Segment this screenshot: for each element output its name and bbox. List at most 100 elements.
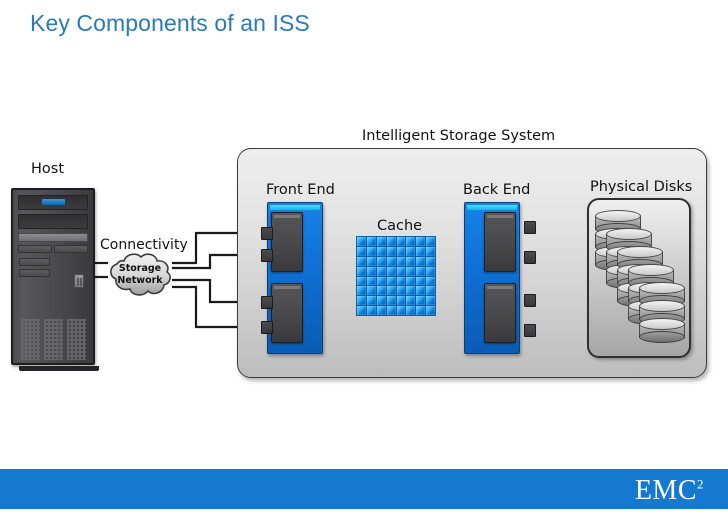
cache-cell — [357, 237, 366, 246]
label-host: Host — [31, 161, 65, 177]
cache-cell — [366, 237, 376, 246]
footer-bar: EMC2 — [0, 469, 728, 509]
host-drive-bay — [18, 214, 88, 229]
label-connectivity: Connectivity — [100, 237, 188, 253]
cache-cell — [406, 266, 416, 276]
cache-cell — [376, 246, 386, 256]
cache-cell — [426, 306, 435, 315]
cache-cell — [386, 306, 396, 315]
back-end-highlight — [467, 205, 517, 210]
cache-cell — [366, 286, 376, 296]
back-end-director — [464, 202, 520, 354]
back-end-port — [524, 324, 536, 337]
cache-cell — [357, 246, 366, 256]
cache-cell — [396, 306, 406, 315]
cache-cell — [416, 237, 426, 246]
host-slot — [54, 245, 88, 253]
cache-cell — [357, 256, 366, 266]
host-divider-strip — [18, 233, 88, 242]
cache-cell — [386, 256, 396, 266]
cache-cell — [386, 237, 396, 246]
front-end-port — [261, 296, 273, 309]
back-end-module — [484, 212, 516, 272]
cache-cell — [386, 246, 396, 256]
cache-cell — [376, 237, 386, 246]
cache-cell — [366, 266, 376, 276]
cache-cell — [416, 256, 426, 266]
cache-cell — [426, 286, 435, 296]
front-end-module — [271, 212, 303, 272]
cache-cell — [406, 306, 416, 315]
cache-cell — [396, 266, 406, 276]
host-vent-grille — [44, 319, 63, 360]
cache-cell — [386, 276, 396, 286]
cache-cell — [426, 266, 435, 276]
cache-cell — [396, 246, 406, 256]
cloud-label-line2: Network — [117, 275, 163, 286]
host-slot — [19, 258, 50, 266]
label-physical-disks: Physical Disks — [590, 179, 693, 195]
host-base — [19, 366, 99, 371]
front-end-highlight — [270, 205, 320, 210]
emc-logo: EMC2 — [635, 475, 704, 507]
cache-cell — [386, 296, 396, 306]
back-end-port — [524, 251, 536, 264]
front-end-director — [267, 202, 323, 354]
cache-grid — [356, 236, 436, 316]
cache-cell — [426, 296, 435, 306]
cloud-label: Storage Network — [104, 251, 176, 299]
emc-logo-text: EMC — [634, 475, 697, 506]
cache-cell — [416, 266, 426, 276]
cache-cell — [416, 306, 426, 315]
cache-cell — [426, 237, 435, 246]
host-vent-grille — [21, 319, 40, 360]
cache-cell — [426, 276, 435, 286]
disk-icon — [639, 318, 685, 343]
emc-logo-superscript: 2 — [697, 476, 704, 492]
host-power-button — [74, 274, 84, 288]
front-end-port — [261, 249, 273, 262]
back-end-port — [524, 294, 536, 307]
cloud-label-line1: Storage — [118, 263, 162, 274]
cache-cell — [396, 286, 406, 296]
cache-cell — [406, 286, 416, 296]
cache-cell — [406, 246, 416, 256]
label-front-end: Front End — [266, 182, 335, 198]
cache-cell — [376, 276, 386, 286]
cache-cell — [396, 276, 406, 286]
front-end-module — [271, 283, 303, 343]
cache-cell — [396, 296, 406, 306]
cache-cell — [396, 237, 406, 246]
back-end-port — [524, 221, 536, 234]
host-power-led — [42, 199, 65, 205]
cache-cell — [357, 296, 366, 306]
label-intelligent-storage-system: Intelligent Storage System — [362, 128, 556, 144]
cache-cell — [406, 276, 416, 286]
disk-stack — [639, 282, 685, 344]
page-title: Key Components of an ISS — [30, 10, 310, 36]
cache-cell — [357, 276, 366, 286]
cache-cell — [357, 286, 366, 296]
cache-cell — [376, 266, 386, 276]
cache-cell — [396, 256, 406, 266]
host-vent-grille — [67, 319, 86, 360]
cache-cell — [366, 296, 376, 306]
cache-cell — [426, 256, 435, 266]
host-tower — [11, 188, 99, 371]
label-back-end: Back End — [463, 182, 531, 198]
cache-cell — [357, 306, 366, 315]
cache-cell — [366, 276, 376, 286]
front-end-port — [261, 227, 273, 240]
cache-cell — [386, 286, 396, 296]
cache-cell — [416, 246, 426, 256]
cache-cell — [366, 246, 376, 256]
host-slot — [19, 269, 50, 277]
back-end-module — [484, 283, 516, 343]
cache-cell — [376, 286, 386, 296]
cache-cell — [406, 237, 416, 246]
cache-cell — [357, 266, 366, 276]
cache-cell — [376, 256, 386, 266]
cache-cell — [366, 306, 376, 315]
cache-cell — [386, 266, 396, 276]
